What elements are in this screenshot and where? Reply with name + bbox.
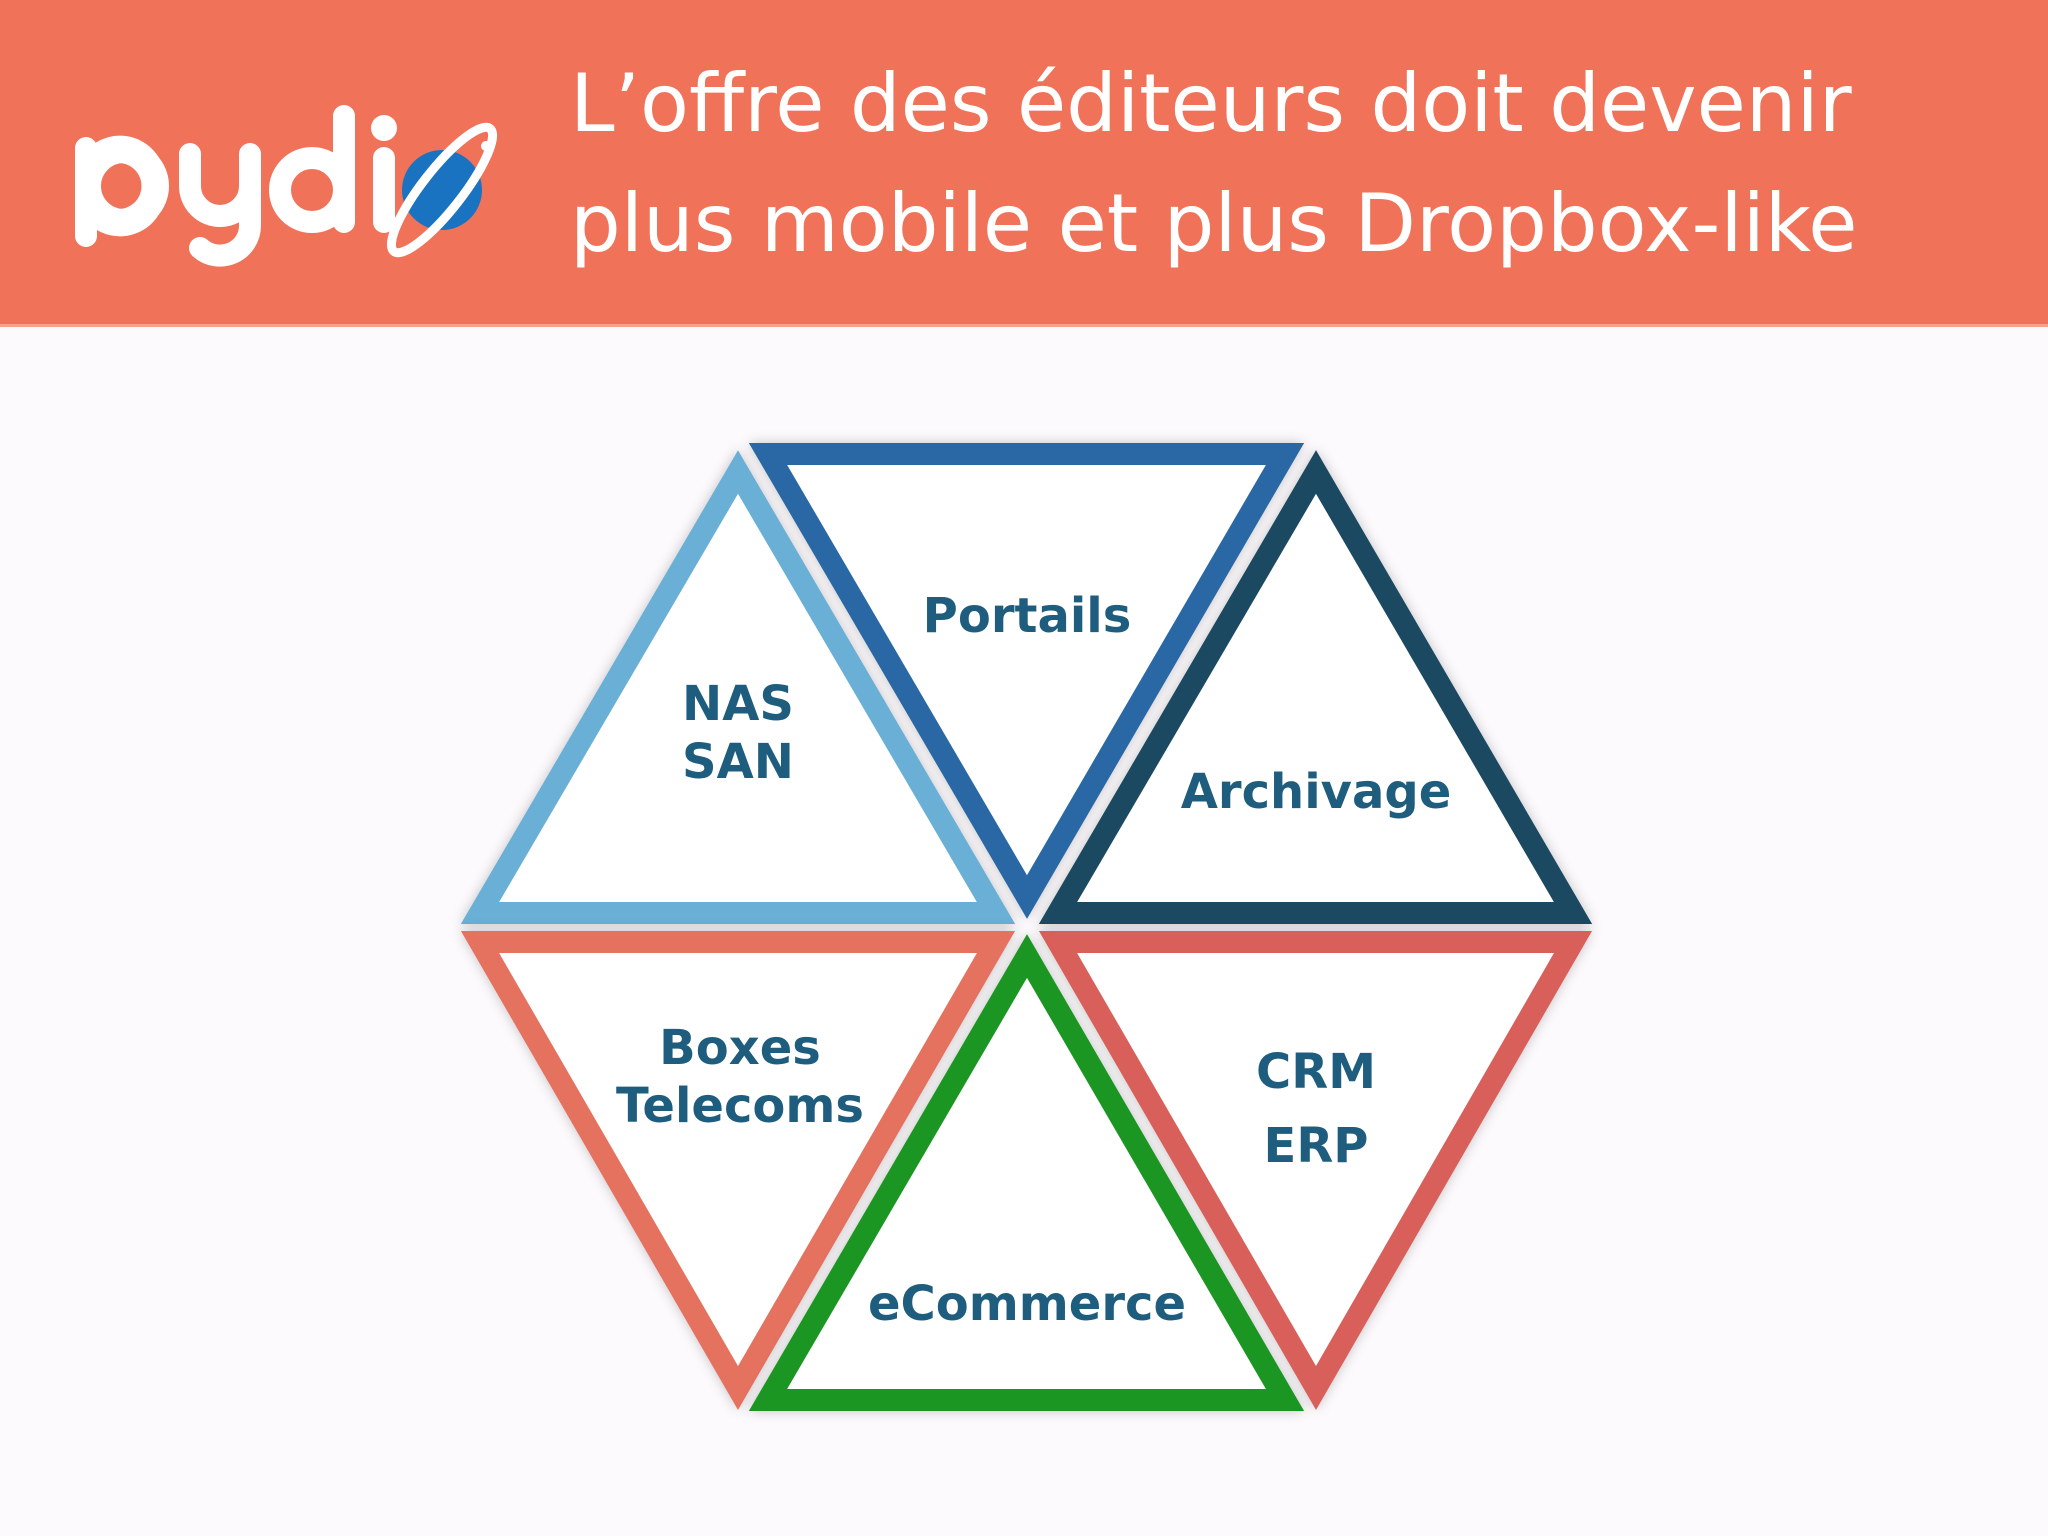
- label-san: SAN: [682, 734, 794, 790]
- segment-nas-san: [460, 450, 1016, 924]
- triangle-ecommerce: [748, 934, 1305, 1411]
- logo-letter-y: [179, 143, 261, 267]
- label-nas: NAS: [682, 676, 794, 732]
- label-erp: ERP: [1264, 1118, 1369, 1174]
- segment-archivage: [1038, 450, 1593, 924]
- triangle-crm-erp: [1038, 931, 1593, 1410]
- logo-orbit: [386, 122, 498, 258]
- triangle-portails: [748, 443, 1305, 919]
- triangle-nas-san: [460, 450, 1016, 924]
- segment-ecommerce: [748, 934, 1305, 1411]
- title-line-1: L’offre des éditeurs doit devenir: [570, 57, 1852, 150]
- label-archivage: Archivage: [1181, 764, 1452, 820]
- label-ecommerce: eCommerce: [868, 1276, 1186, 1332]
- label-crm: CRM: [1256, 1044, 1376, 1100]
- label-portails: Portails: [923, 588, 1132, 644]
- segment-portails: [748, 443, 1305, 919]
- title-line-2: plus mobile et plus Dropbox-like: [570, 177, 1858, 270]
- triangle-archivage: [1038, 450, 1593, 924]
- page-title: L’offre des éditeurs doit devenir plus m…: [570, 44, 1858, 284]
- segment-boxes-telecoms: [460, 931, 1016, 1410]
- logo-planet: [402, 150, 482, 230]
- segment-crm-erp: [1038, 931, 1593, 1410]
- label-boxes: Boxes: [659, 1020, 821, 1076]
- label-telecoms: Telecoms: [616, 1078, 864, 1134]
- triangle-boxes-telecoms: [460, 931, 1016, 1410]
- header-banner: L’offre des éditeurs doit devenir plus m…: [0, 0, 2048, 327]
- pydio-logo: [75, 105, 498, 267]
